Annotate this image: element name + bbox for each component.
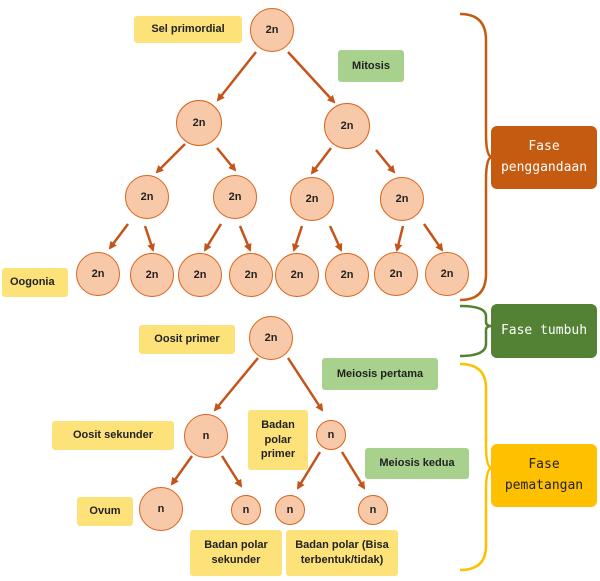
oogonium-cell: 2n xyxy=(178,253,222,297)
arrow xyxy=(216,51,257,102)
oogonium-cell: 2n xyxy=(229,253,273,297)
arrow xyxy=(394,225,405,252)
bracket-penggandaan xyxy=(459,12,493,302)
arrow xyxy=(108,223,129,250)
arrow xyxy=(340,451,366,490)
badan-polar-cell: n xyxy=(358,495,388,525)
label-oosit-primer: Oosit primer xyxy=(139,325,235,354)
label-oosit-sekunder: Oosit sekunder xyxy=(52,421,174,450)
oogonium-cell: 2n xyxy=(130,253,174,297)
phase-pematangan-box: Fase pematangan xyxy=(491,444,597,507)
oosit-sekunder-cell: n xyxy=(184,414,228,458)
arrow xyxy=(310,147,332,175)
oogonium-cell: 2n xyxy=(325,253,369,297)
arrow xyxy=(328,225,343,252)
label-badan-polar-bisa: Badan polar (Bisa terbentuk/tidak) xyxy=(286,530,398,576)
phase-penggandaan-box: Fase penggandaan xyxy=(491,126,597,189)
mitosis-cell: 2n xyxy=(324,103,370,149)
arrow xyxy=(296,451,322,490)
badan-polar-cell: n xyxy=(275,495,305,525)
arrow xyxy=(203,223,223,252)
arrow xyxy=(170,455,194,486)
label-meiosis-kedua: Meiosis kedua xyxy=(365,448,469,479)
mitosis-cell: 2n xyxy=(290,177,334,221)
arrow xyxy=(155,143,186,174)
badan-polar-primer-cell: n xyxy=(316,420,346,450)
oogonium-cell: 2n xyxy=(275,253,319,297)
arrow xyxy=(143,225,155,252)
arrow xyxy=(220,455,243,488)
arrow xyxy=(287,51,336,104)
label-ovum: Ovum xyxy=(77,497,133,526)
label-badan-polar-primer: Badan polar primer xyxy=(248,410,308,470)
sel-primordial-cell: 2n xyxy=(250,8,294,52)
arrow xyxy=(238,225,252,252)
oosit-primer-cell: 2n xyxy=(249,316,293,360)
oogonium-cell: 2n xyxy=(76,252,120,296)
arrow xyxy=(286,357,324,412)
arrow xyxy=(213,357,259,412)
ovum-cell: n xyxy=(139,487,183,531)
bracket-tumbuh xyxy=(459,304,493,358)
mitosis-cell: 2n xyxy=(213,175,257,219)
label-badan-polar-sekunder: Badan polar sekunder xyxy=(190,530,282,576)
label-meiosis-pertama: Meiosis pertama xyxy=(322,358,438,390)
arrow xyxy=(292,225,304,252)
arrow xyxy=(375,149,396,174)
arrow xyxy=(422,223,444,252)
oogonium-cell: 2n xyxy=(374,252,418,296)
label-oogonia: Oogonia xyxy=(2,268,68,297)
phase-tumbuh-box: Fase tumbuh xyxy=(491,304,597,358)
label-mitosis: Mitosis xyxy=(338,50,404,82)
mitosis-cell: 2n xyxy=(176,100,222,146)
label-sel-primordial: Sel primordial xyxy=(134,16,242,43)
arrow xyxy=(216,147,237,172)
mitosis-cell: 2n xyxy=(380,177,424,221)
oogonium-cell: 2n xyxy=(425,252,469,296)
mitosis-cell: 2n xyxy=(125,175,169,219)
badan-polar-sekunder-cell: n xyxy=(231,495,261,525)
